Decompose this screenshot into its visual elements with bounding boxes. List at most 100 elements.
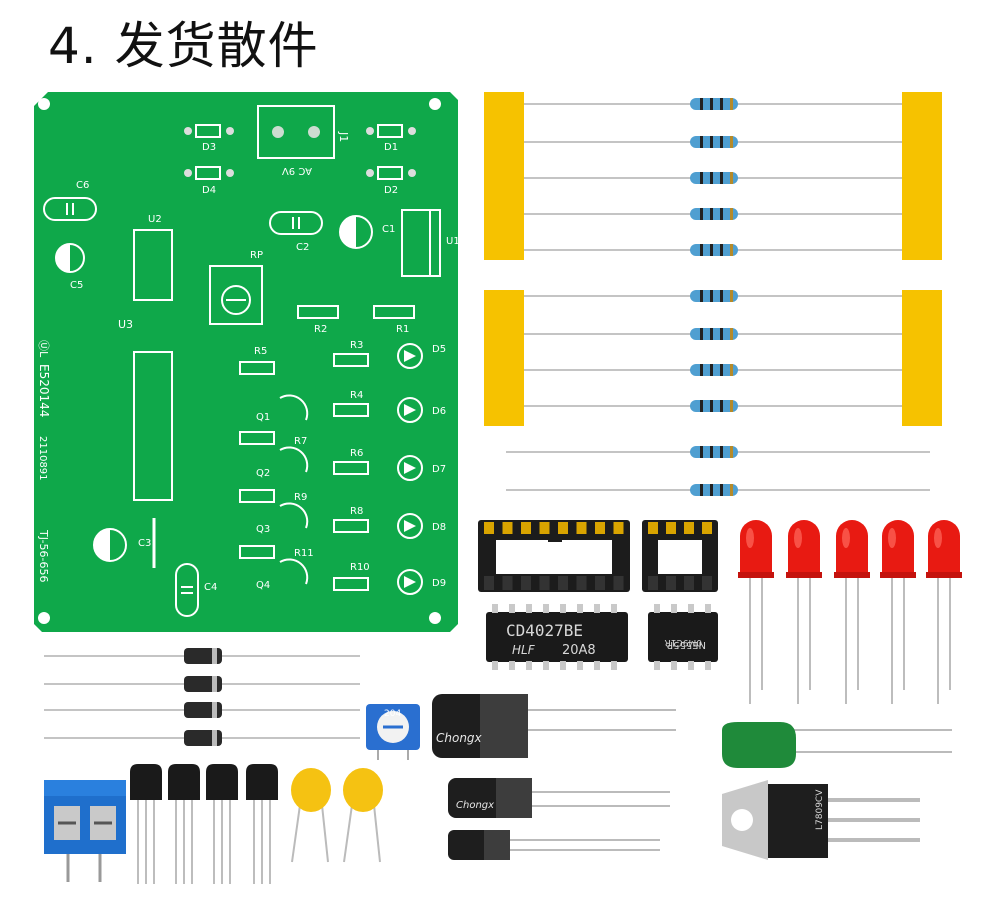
res-footprint-r10: [333, 577, 369, 591]
board-id: TJ-56-656: [37, 529, 50, 583]
cap-brand-large: Chongx: [436, 731, 483, 745]
chip-cd4027: CD4027BE HLF 20A8: [486, 612, 628, 662]
diode-footprint-d4: [184, 166, 234, 180]
chip-pin: [688, 661, 694, 670]
label-d4: D4: [202, 185, 216, 196]
label-r2: R2: [314, 324, 327, 335]
label-c2: C2: [296, 242, 309, 253]
chip-pin: [492, 661, 498, 670]
res-footprint-r3: [333, 353, 369, 367]
diode-set: [44, 648, 360, 746]
label-q3: Q3: [256, 524, 270, 535]
resistor: [524, 136, 902, 148]
label-d3: D3: [202, 142, 216, 153]
socket-pin: [558, 576, 568, 590]
socket-pin: [521, 576, 531, 590]
resistor: [524, 328, 902, 340]
led-footprint-d7: [397, 455, 423, 481]
socket-pin: [595, 522, 605, 534]
to92-transistor: [206, 764, 238, 884]
rectifier-diode: [44, 676, 360, 692]
socket-pin: [576, 522, 587, 534]
chip-ne555: 0M9C1R NE555P: [648, 612, 718, 662]
res-footprint-r5: [239, 361, 275, 375]
socket-pin: [613, 522, 624, 534]
regulator-label: L7809CV: [815, 789, 825, 830]
label-c5: C5: [70, 280, 83, 291]
trimmer-potentiometer: 204: [366, 704, 420, 760]
label-d7: D7: [432, 464, 446, 475]
chip-pin: [671, 661, 677, 670]
socket-pin: [684, 522, 694, 534]
chip-pin: [509, 661, 515, 670]
pcb-board: J1 AC 9V D3 D4 D1 D2 C6 C5 U2 U3 C2 C1: [34, 92, 460, 632]
ic-socket-8pin: [642, 520, 718, 592]
socket-pin: [684, 576, 694, 590]
resistor: [524, 364, 902, 376]
label-c1: C1: [382, 224, 395, 235]
chip-pin: [705, 661, 711, 670]
chip-pin: [705, 604, 711, 613]
label-d5: D5: [432, 344, 446, 355]
chip-pin: [560, 661, 566, 670]
chip-pin: [526, 661, 532, 670]
label-d6: D6: [432, 406, 446, 417]
diode-footprint-d1: [366, 124, 416, 138]
label-q4: Q4: [256, 580, 270, 591]
terminal-block: [44, 780, 126, 882]
red-led: [926, 520, 962, 704]
resistor: [524, 172, 902, 184]
resistor: [506, 446, 930, 458]
ceramic-capacitor-1: [291, 768, 331, 863]
led-footprint-d5: [397, 343, 423, 369]
chip-pin: [688, 604, 694, 613]
chip-ne555-line1: NE555P: [667, 639, 706, 650]
resistor: [524, 244, 902, 256]
chip-pin: [492, 604, 498, 613]
transistor-footprint-q3: [279, 502, 309, 529]
label-ac9v: AC 9V: [282, 165, 312, 176]
red-led: [786, 520, 822, 704]
red-led: [738, 520, 774, 704]
transistor-footprint-q4: [279, 558, 309, 585]
chip-pin: [611, 661, 617, 670]
resistor: [506, 484, 930, 496]
cap-footprint-c6: [43, 197, 97, 221]
chip-pin: [526, 604, 532, 613]
film-capacitor: [722, 722, 952, 768]
socket-pin: [648, 576, 658, 590]
chip-ne555-line2: 0M9C1R: [665, 637, 702, 647]
cert-number: E520144: [37, 364, 51, 417]
resistor: [524, 208, 902, 220]
socket-pin: [502, 522, 513, 534]
chip-pin: [594, 604, 600, 613]
diode-footprint-d2: [366, 166, 416, 180]
j1-outline: [257, 105, 335, 159]
red-led: [834, 520, 870, 704]
chip-pin: [611, 604, 617, 613]
label-r3: R3: [350, 340, 363, 351]
mount-hole: [38, 98, 50, 110]
electrolytic-capacitor-medium: Chongx: [448, 778, 670, 818]
chip-pins: [492, 604, 711, 670]
chip-cd4027-line2: HLF: [512, 643, 536, 657]
label-q1: Q1: [256, 412, 270, 423]
resistor-set: [506, 98, 930, 496]
ic-footprint-u3: [133, 351, 173, 501]
trimmer-footprint-rp: [209, 265, 263, 325]
to92-transistor: [130, 764, 162, 884]
chip-cd4027-line1: CD4027BE: [506, 621, 583, 640]
socket-pin: [539, 522, 550, 534]
ceramic-capacitor-2: [343, 768, 383, 863]
res-footprint-r11: [239, 545, 275, 559]
socket-pin: [702, 576, 712, 590]
voltage-regulator: L7809CV: [722, 780, 920, 860]
chip-pin: [543, 661, 549, 670]
resistor: [524, 98, 902, 110]
cap-brand-medium: Chongx: [456, 800, 494, 811]
res-footprint-r2: [297, 305, 339, 319]
label-r8: R8: [350, 506, 363, 517]
label-d2: D2: [384, 185, 398, 196]
ul-mark: ⓊL: [37, 340, 50, 358]
label-u1: U1: [446, 236, 460, 247]
